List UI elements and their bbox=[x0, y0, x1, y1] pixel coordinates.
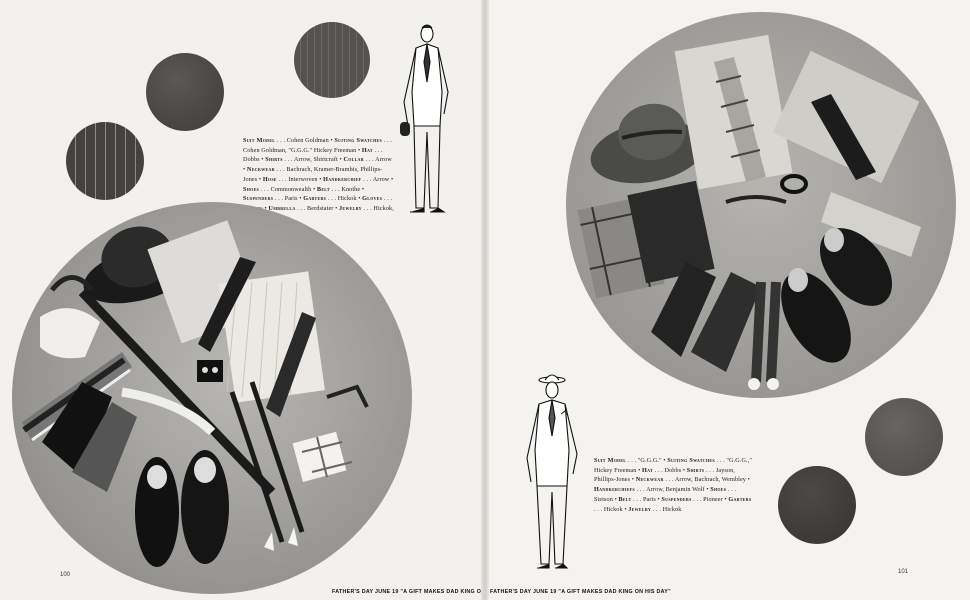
caption-label: Shoes bbox=[243, 185, 260, 193]
caption-label: Garters bbox=[728, 495, 752, 503]
caption-label: Suspenders bbox=[243, 195, 274, 203]
caption-label: Hose bbox=[262, 175, 277, 183]
fabric-swatch-1 bbox=[146, 53, 224, 131]
caption-label: Neckwear bbox=[246, 166, 275, 174]
caption-label: Garters bbox=[303, 195, 327, 203]
caption-text: . . . Dobbs • bbox=[243, 146, 383, 164]
caption-text: . . . Jayson, Phillips-Jones • bbox=[594, 466, 735, 484]
caption-text: . . . "G.G.G." • bbox=[626, 457, 668, 464]
caption-label: Suiting Swatches bbox=[334, 137, 383, 144]
fabric-swatch-2 bbox=[294, 22, 370, 98]
suit-model-illustration bbox=[400, 24, 449, 213]
caption-text: . . . Cohen Goldman, "G.G.G." Hickey Fre… bbox=[243, 137, 392, 154]
footer-right: FATHER'S DAY JUNE 19 "A GIFT MAKES DAD K… bbox=[490, 589, 671, 595]
caption-text: . . . Arrow, Benjamin Wolf • bbox=[634, 486, 711, 494]
caption-label: Belt bbox=[316, 185, 330, 193]
caption-label: Suspenders bbox=[661, 495, 692, 503]
footer-left: FATHER'S DAY JUNE 19 "A GIFT MAKES DAD K… bbox=[332, 589, 513, 595]
right-page: Suit Model . . . "G.G.G." • Suiting Swat… bbox=[485, 0, 970, 600]
caption-label: Suiting Swatches bbox=[667, 457, 715, 464]
caption-text: . . . "G.G.G.," Hickey Freeman • bbox=[594, 457, 752, 474]
caption-text: . . . Arrow, Shirtcraft • bbox=[282, 156, 344, 164]
caption-label: Hat bbox=[642, 466, 654, 474]
caption-text: . . . Berdstater • bbox=[295, 204, 340, 212]
caption-text: . . . Arrow, Bachrach, Wembley • bbox=[663, 476, 750, 484]
caption-label: Shirts bbox=[265, 156, 283, 164]
caption-text: . . . Arrow • bbox=[361, 175, 394, 183]
page-gutter bbox=[481, 0, 489, 600]
caption-label: Handkerchiefs bbox=[594, 486, 635, 494]
page-number-left: 100 bbox=[60, 572, 71, 578]
caption-text: . . . Stetson • bbox=[594, 486, 737, 503]
caption-label: Belt bbox=[618, 495, 632, 503]
caption-text: . . . Arrow • bbox=[243, 156, 392, 174]
caption-label: Jewelry bbox=[339, 204, 362, 212]
caption-text: . . . Paris • bbox=[631, 495, 662, 503]
caption-label: Gloves bbox=[362, 195, 383, 203]
right-credits-caption: Suit Model . . . "G.G.G." • Suiting Swat… bbox=[594, 456, 752, 514]
caption-text: . . . Hickok • bbox=[594, 505, 629, 513]
caption-label: Shoes bbox=[710, 486, 727, 494]
caption-label: Suit Model bbox=[243, 137, 276, 144]
caption-text: . . . Cohen Goldman • bbox=[275, 137, 335, 144]
caption-label: Neckwear bbox=[635, 476, 664, 484]
caption-text: . . . Pioneer • bbox=[691, 495, 729, 503]
fabric-swatch-3 bbox=[66, 122, 144, 200]
suit-model-illustration bbox=[526, 374, 578, 569]
caption-label: Jewelry bbox=[628, 505, 652, 513]
caption-text: . . . Interwoven • bbox=[276, 175, 324, 183]
caption-text: . . . Paris • bbox=[273, 195, 304, 203]
left-page: Suit Model . . . Cohen Goldman • Suiting… bbox=[0, 0, 513, 600]
caption-text: . . . Dobbs • bbox=[653, 466, 687, 474]
caption-text: . . . Hickok bbox=[651, 505, 682, 513]
caption-text: . . . Hickok • bbox=[326, 195, 363, 203]
caption-label: Suit Model bbox=[594, 457, 627, 464]
caption-text: . . . Commonwealth • bbox=[259, 185, 317, 193]
fabric-swatch-5 bbox=[778, 466, 856, 544]
fabric-swatch-4 bbox=[865, 398, 943, 476]
accessories-photo-right bbox=[566, 12, 956, 398]
caption-label: Umbrella bbox=[268, 204, 296, 212]
caption-label: Handkerchief bbox=[323, 175, 362, 183]
caption-text: . . . Knothe • bbox=[329, 185, 365, 193]
caption-label: Shirts bbox=[686, 466, 705, 474]
accessories-photo-left bbox=[12, 202, 412, 594]
caption-label: Hat bbox=[361, 146, 373, 154]
caption-label: Collar bbox=[343, 156, 364, 164]
caption-text: . . . Bachrach, Kramer-Brambis, Phillips… bbox=[243, 166, 383, 183]
page-number-right: 101 bbox=[898, 569, 909, 575]
accessories-arrangement bbox=[577, 34, 921, 390]
accessories-arrangement bbox=[22, 220, 369, 567]
